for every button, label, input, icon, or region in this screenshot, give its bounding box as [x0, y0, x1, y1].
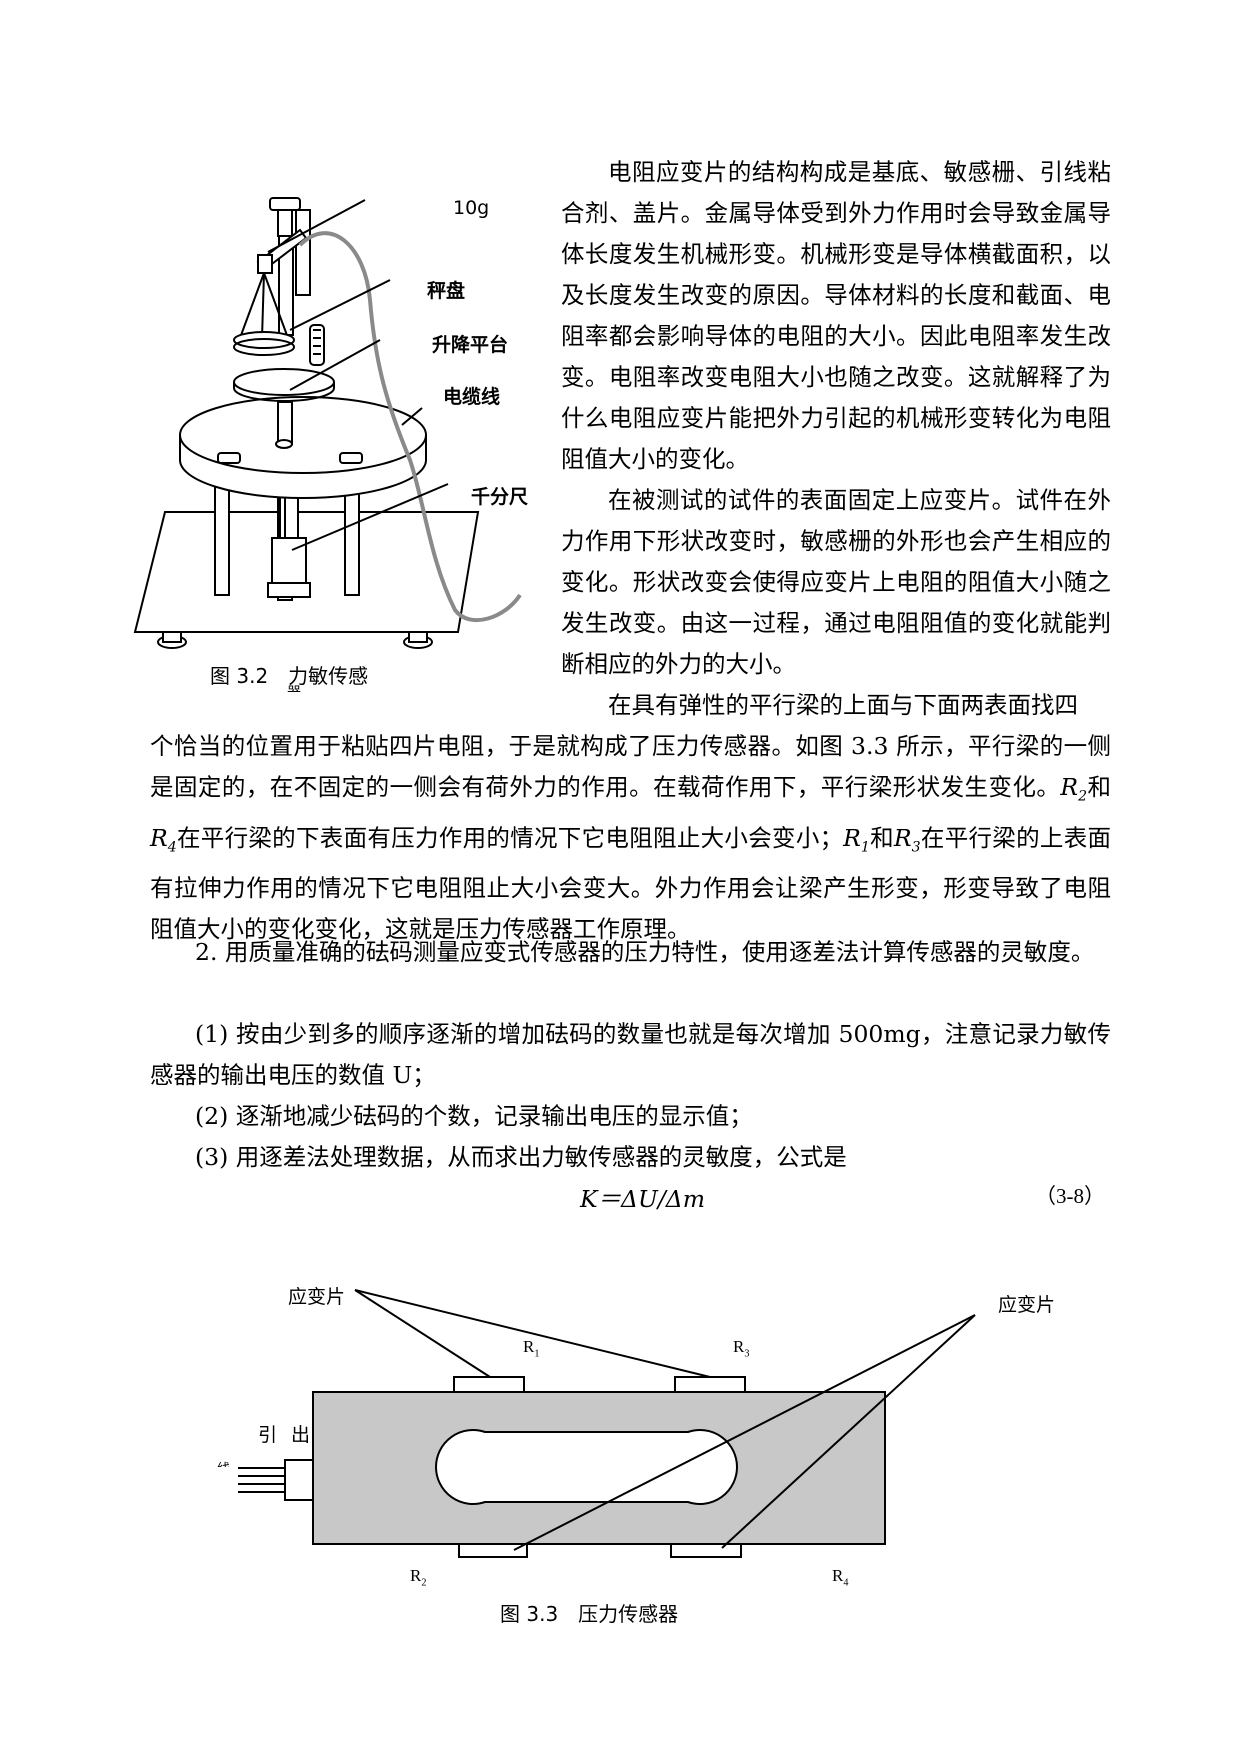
pressure-sensor-text-b: 在平行梁的下表面有压力作用的情况下它电阻阻止大小会变小；: [176, 823, 844, 852]
paragraph-pressure-sensor-line1: 在具有弹性的平行梁的上面与下面两表面找四: [608, 691, 1078, 719]
paragraph-step-2-3: (3) 用逐差法处理数据，从而求出力敏传感器的灵敏度，公式是: [195, 1143, 847, 1171]
formula-number: （3-8）: [1035, 1184, 1105, 1208]
label-micrometer: 千分尺: [471, 486, 529, 508]
paragraph-step-2-1: (1) 按由少到多的顺序逐渐的增加砝码的数量也就是每次增加 500mg，注意记录…: [150, 1020, 1111, 1089]
math-r2: R2: [1060, 773, 1088, 805]
math-r4: R4: [150, 823, 177, 856]
paragraph-strain-gauge-structure: 电阻应变片的结构构成是基底、敏感栅、引线粘合剂、盖片。金属导体受到外力作用时会导…: [561, 158, 1111, 473]
text-and-1: 和: [1087, 773, 1112, 801]
label-weight-10g: 10g: [453, 197, 490, 219]
text-and-2: 和: [869, 823, 894, 852]
formula-sensitivity: K＝ΔU/Δm: [580, 1185, 706, 1213]
math-r1: R1: [843, 823, 870, 856]
math-r3: R3: [893, 823, 921, 856]
label-lift-platform: 升降平台: [432, 334, 509, 356]
label-pan: 秤盘: [427, 280, 466, 302]
paragraph-step-2-2: (2) 逐渐地减少砝码的个数，记录输出电压的显示值；: [195, 1102, 753, 1130]
label-r4: R4: [832, 1566, 849, 1589]
label-strain-gauge-left: 应变片: [288, 1286, 346, 1308]
label-r1: R1: [523, 1337, 540, 1360]
label-lead-wire: 线: [217, 1458, 230, 1467]
figure-3-2-caption: 图 3.2 力敏传感: [210, 664, 369, 688]
label-strain-gauge-right: 应变片: [998, 1294, 1056, 1316]
pressure-sensor-text-a: 个恰当的位置用于粘贴四片电阻，于是就构成了压力传感器。如图 3.3 所示，平行梁…: [150, 732, 1111, 801]
paragraph-pressure-sensor: 个恰当的位置用于粘贴四片电阻，于是就构成了压力传感器。如图 3.3 所示，平行梁…: [150, 726, 1111, 950]
paragraph-strain-gauge-mounting: 在被测试的试件的表面固定上应变片。试件在外力作用下形状改变时，敏感栅的外形也会产…: [561, 486, 1111, 678]
figure-3-3-caption: 图 3.3 压力传感器: [500, 1602, 679, 1626]
pressure-sensor-text-c: 在平行梁的上表面有拉伸力作用的情况下它电阻阻止大小会变大。外力作用会让梁产生形变…: [150, 823, 1112, 944]
label-r3: R3: [733, 1337, 750, 1360]
figure-3-2-caption-overflow: 器: [287, 682, 301, 692]
label-r2: R2: [410, 1566, 427, 1589]
label-lead-out: 引 出: [258, 1424, 315, 1446]
label-cable: 电缆线: [443, 386, 501, 408]
paragraph-step-2: 2. 用质量准确的砝码测量应变式传感器的压力特性，使用逐差法计算传感器的灵敏度。: [195, 938, 1095, 966]
